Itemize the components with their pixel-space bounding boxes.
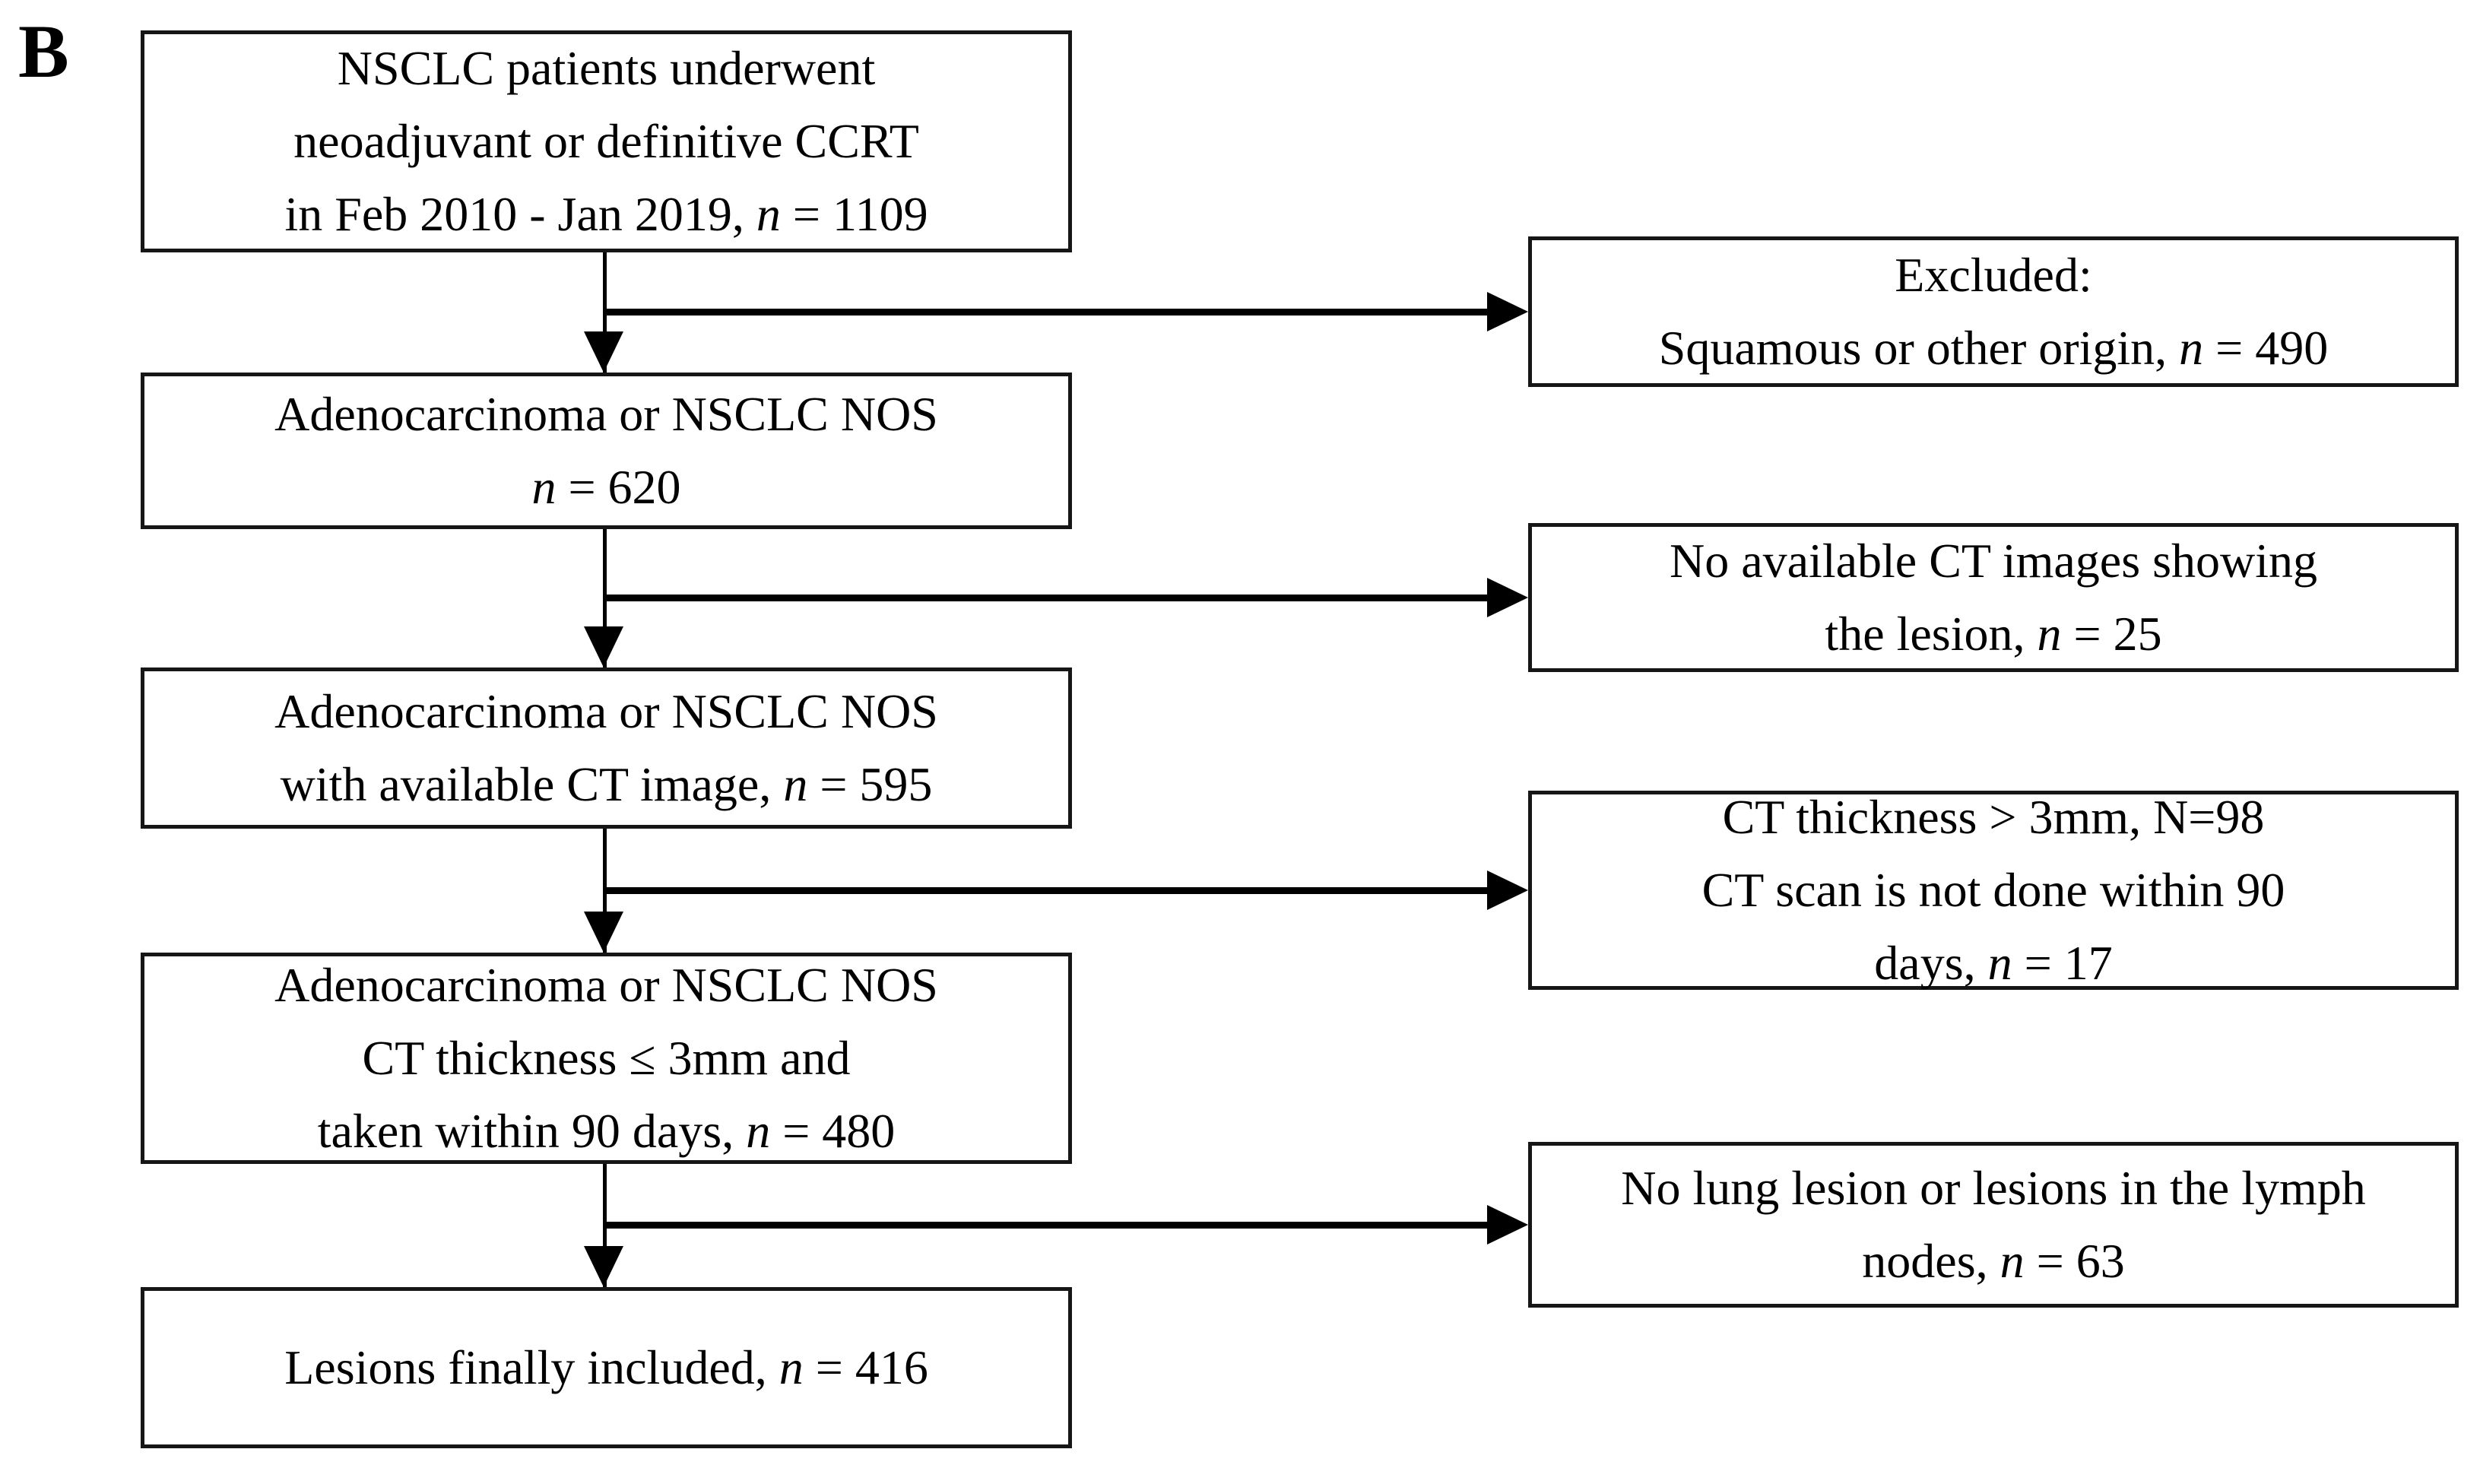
flow-box-adeno-ct-criteria: Adenocarcinoma or NSCLC NOS CT thickness…	[141, 953, 1072, 1164]
flow-box-lesions-included: Lesions finally included, n = 416	[141, 1287, 1072, 1448]
excl-box-squamous-origin-text: Excluded: Squamous or other origin, n = …	[1658, 248, 2329, 375]
exclude-connector-2	[604, 595, 1490, 601]
flow-box-adeno-ct-available: Adenocarcinoma or NSCLC NOS with availab…	[141, 667, 1072, 829]
exclude-connector-4	[604, 1222, 1490, 1229]
flow-box-adeno-ct-available-text: Adenocarcinoma or NSCLC NOS with availab…	[274, 684, 938, 811]
down-arrowhead-2-icon	[584, 626, 623, 667]
excl-box-squamous-origin: Excluded: Squamous or other origin, n = …	[1528, 236, 2459, 387]
flow-box-nsclc-ccrt-text: NSCLC patients underwent neoadjuvant or …	[284, 41, 928, 241]
exclude-connector-1	[604, 309, 1490, 316]
down-arrowhead-1-icon	[584, 331, 623, 373]
exclude-arrowhead-1-icon	[1487, 292, 1528, 331]
flow-box-adeno-nos-text: Adenocarcinoma or NSCLC NOS n = 620	[274, 387, 938, 514]
flow-box-adeno-ct-criteria-text: Adenocarcinoma or NSCLC NOS CT thickness…	[274, 958, 938, 1158]
excl-box-no-ct-images-text: No available CT images showing the lesio…	[1670, 534, 2317, 661]
figure-label: B	[18, 9, 69, 94]
flow-box-lesions-included-text: Lesions finally included, n = 416	[284, 1340, 928, 1394]
down-arrowhead-3-icon	[584, 912, 623, 953]
exclude-arrowhead-3-icon	[1487, 870, 1528, 910]
excl-box-ct-thickness: CT thickness > 3mm, N=98 CT scan is not …	[1528, 790, 2459, 990]
excl-box-ct-thickness-text: CT thickness > 3mm, N=98 CT scan is not …	[1701, 790, 2285, 990]
excl-box-no-ct-images: No available CT images showing the lesio…	[1528, 523, 2459, 672]
exclude-arrowhead-2-icon	[1487, 578, 1528, 617]
flow-box-nsclc-ccrt: NSCLC patients underwent neoadjuvant or …	[141, 30, 1072, 252]
down-arrowhead-4-icon	[584, 1246, 623, 1287]
excl-box-no-lung-lesion-text: No lung lesion or lesions in the lymph n…	[1621, 1161, 2366, 1288]
exclude-arrowhead-4-icon	[1487, 1205, 1528, 1245]
flow-box-adeno-nos: Adenocarcinoma or NSCLC NOS n = 620	[141, 373, 1072, 529]
exclude-connector-3	[604, 887, 1490, 894]
excl-box-no-lung-lesion: No lung lesion or lesions in the lymph n…	[1528, 1142, 2459, 1308]
